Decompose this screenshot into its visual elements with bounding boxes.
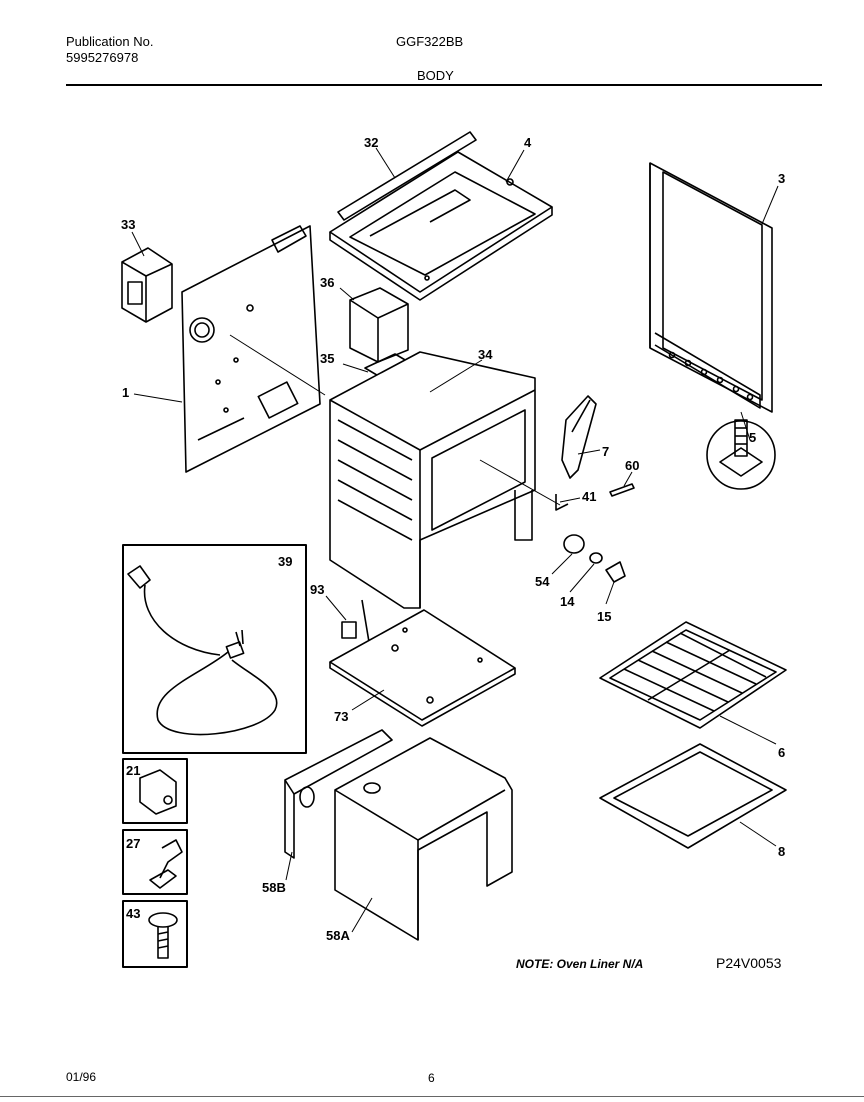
burner-part bbox=[561, 395, 597, 479]
part-label-93: 93 bbox=[310, 582, 324, 597]
part-label-27: 27 bbox=[126, 836, 140, 851]
power-cord-part bbox=[122, 544, 307, 754]
leveling-leg-part bbox=[706, 419, 776, 490]
part-label-35: 35 bbox=[320, 351, 334, 366]
part-label-58a: 58A bbox=[326, 928, 350, 943]
page-number: 6 bbox=[428, 1071, 435, 1085]
oven-cavity-part bbox=[329, 351, 561, 609]
broiler-pan-part bbox=[599, 743, 787, 849]
storage-drawer-part bbox=[334, 737, 513, 941]
part-label-15: 15 bbox=[597, 609, 611, 624]
part-label-8: 8 bbox=[778, 844, 785, 859]
part-label-21: 21 bbox=[126, 763, 140, 778]
oven-door-part bbox=[649, 162, 773, 413]
oven-rack-part bbox=[599, 621, 787, 729]
part-label-1: 1 bbox=[122, 385, 129, 400]
part-label-14: 14 bbox=[560, 594, 575, 609]
pin-part bbox=[609, 483, 635, 497]
clip-part-inset bbox=[122, 758, 188, 824]
part-label-32: 32 bbox=[364, 135, 378, 150]
screw-part-inset bbox=[122, 900, 188, 968]
part-label-6: 6 bbox=[778, 745, 785, 760]
part-label-43: 43 bbox=[126, 906, 140, 921]
part-label-3: 3 bbox=[778, 171, 785, 186]
part-label-34: 34 bbox=[478, 347, 493, 362]
part-label-41: 41 bbox=[582, 489, 596, 504]
leader-lines bbox=[131, 147, 779, 933]
part-label-54: 54 bbox=[535, 574, 550, 589]
publication-label: Publication No. bbox=[66, 34, 154, 49]
part-number-labels: 32 4 3 33 36 35 34 1 5 7 60 41 54 14 15 … bbox=[121, 135, 785, 943]
diagram-code: P24V0053 bbox=[716, 955, 782, 971]
back-panel-part bbox=[181, 225, 326, 473]
valve-fittings-part bbox=[563, 534, 626, 583]
header-rule bbox=[66, 84, 822, 86]
part-label-33: 33 bbox=[121, 217, 135, 232]
part-label-7: 7 bbox=[602, 444, 609, 459]
oven-liner-note: NOTE: Oven Liner N/A bbox=[516, 957, 644, 971]
part-label-5: 5 bbox=[749, 430, 756, 445]
bottom-panel-part bbox=[329, 609, 516, 727]
section-title: BODY bbox=[417, 68, 454, 83]
side-trim-part bbox=[284, 729, 393, 859]
publication-number: 5995276978 bbox=[66, 50, 139, 65]
top-panel-part bbox=[329, 131, 553, 301]
part-label-58b: 58B bbox=[262, 880, 286, 895]
bracket-part-inset bbox=[122, 829, 188, 895]
burner-spreader-part bbox=[555, 494, 569, 511]
part-label-60: 60 bbox=[625, 458, 639, 473]
junction-box-part bbox=[121, 247, 173, 323]
part-label-39: 39 bbox=[278, 554, 292, 569]
part-label-4: 4 bbox=[524, 135, 532, 150]
footer-date: 01/96 bbox=[66, 1070, 97, 1084]
part-label-73: 73 bbox=[334, 709, 348, 724]
model-number: GGF322BB bbox=[396, 34, 464, 49]
bottom-rule bbox=[0, 1096, 864, 1097]
part-label-36: 36 bbox=[320, 275, 334, 290]
